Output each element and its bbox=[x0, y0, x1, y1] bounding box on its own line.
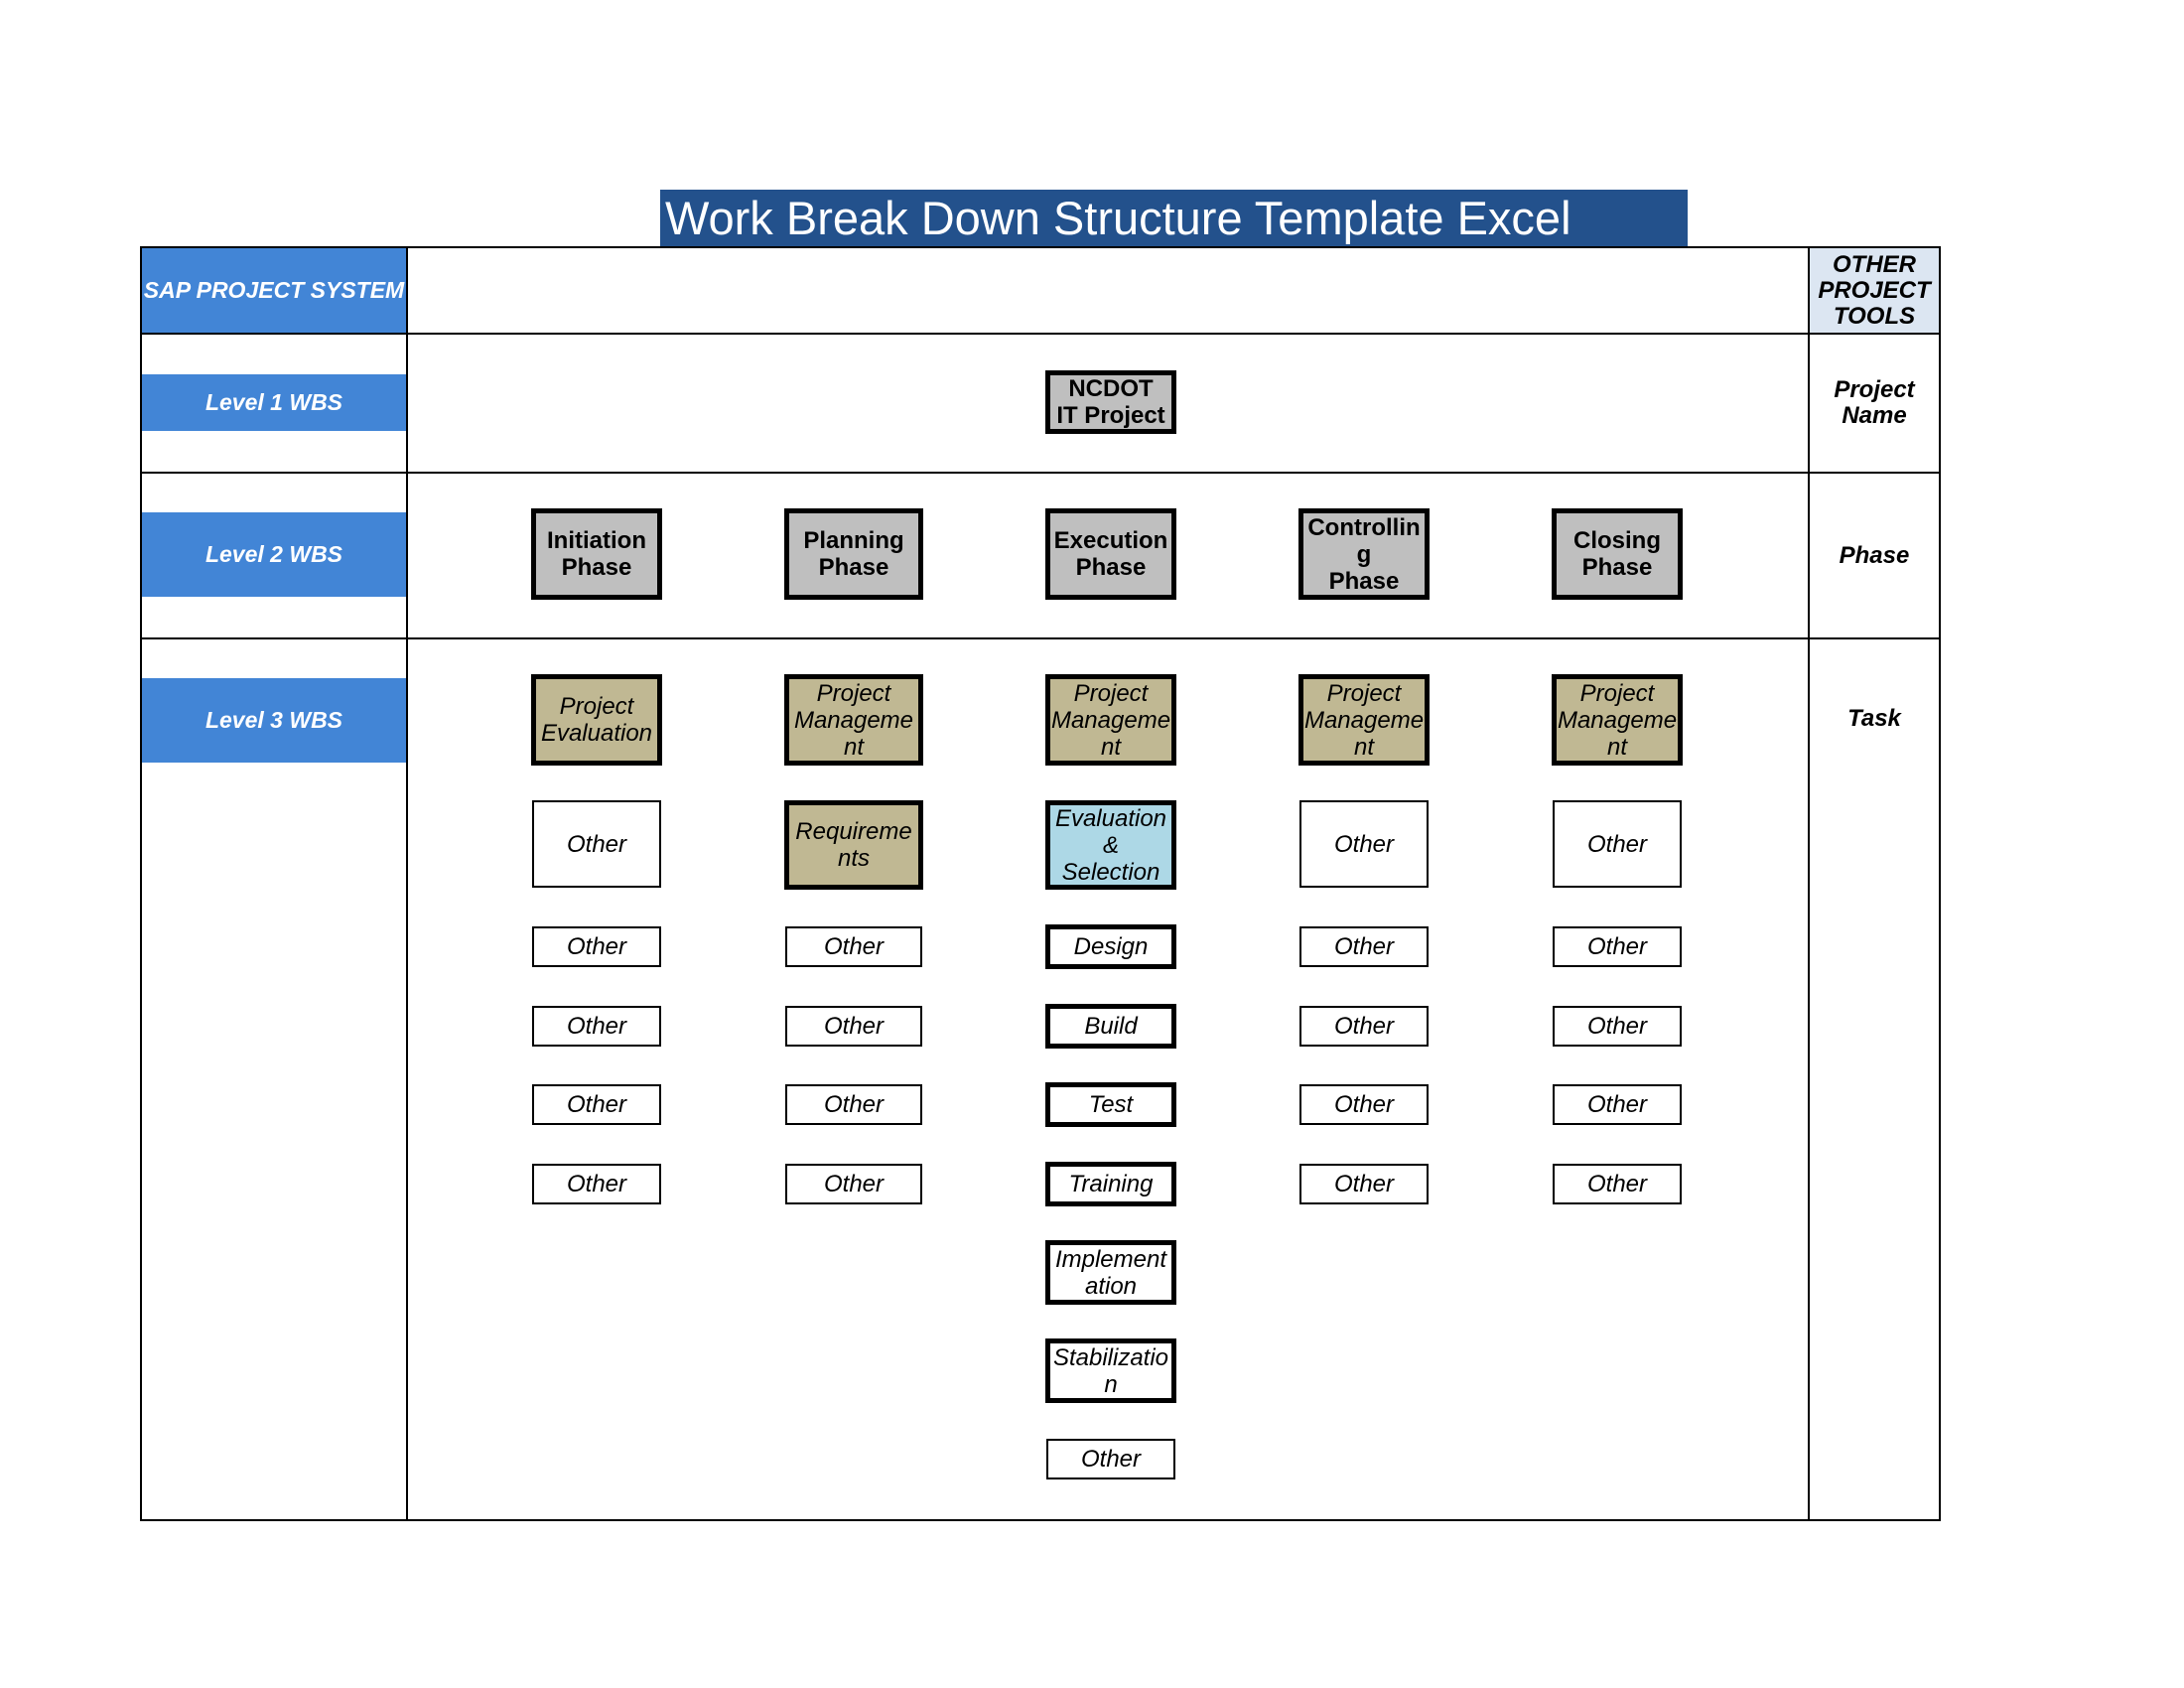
task-planning-2: Requireme nts bbox=[784, 800, 923, 890]
task-execution-1: Project Manageme nt bbox=[1045, 674, 1176, 766]
task-initiation-2: Other bbox=[532, 800, 661, 888]
task-initiation-6: Other bbox=[532, 1164, 661, 1204]
task-execution-2: Evaluation & Selection bbox=[1045, 800, 1176, 890]
task-controlling-2: Other bbox=[1299, 800, 1429, 888]
task-closing-5: Other bbox=[1553, 1084, 1682, 1125]
task-planning-3: Other bbox=[785, 926, 922, 967]
task-execution-4: Build bbox=[1045, 1004, 1176, 1049]
phase-label: Phase bbox=[1839, 541, 1910, 569]
phase-closing: Closing Phase bbox=[1552, 508, 1683, 600]
task-controlling-1: Project Manageme nt bbox=[1298, 674, 1430, 766]
page-title: Work Break Down Structure Template Excel bbox=[660, 190, 1688, 247]
task-execution-9: Other bbox=[1046, 1439, 1175, 1479]
task-controlling-5: Other bbox=[1299, 1084, 1429, 1125]
sap-project-system-header: SAP PROJECT SYSTEM bbox=[142, 248, 406, 333]
task-closing-6: Other bbox=[1553, 1164, 1682, 1204]
task-planning-4: Other bbox=[785, 1006, 922, 1047]
task-controlling-6: Other bbox=[1299, 1164, 1429, 1204]
task-closing-4: Other bbox=[1553, 1006, 1682, 1047]
other-project-tools-header: OTHER PROJECT TOOLS bbox=[1810, 248, 1939, 333]
level-3-wbs-label: Level 3 WBS bbox=[142, 678, 406, 763]
task-label: Task bbox=[1847, 705, 1901, 732]
task-initiation-5: Other bbox=[532, 1084, 661, 1125]
project-name-label: Project Name bbox=[1834, 376, 1915, 429]
task-execution-5: Test bbox=[1045, 1082, 1176, 1127]
level-1-wbs-label: Level 1 WBS bbox=[142, 374, 406, 431]
task-controlling-3: Other bbox=[1299, 926, 1429, 967]
task-closing-1: Project Manageme nt bbox=[1552, 674, 1683, 766]
task-initiation-4: Other bbox=[532, 1006, 661, 1047]
task-initiation-3: Other bbox=[532, 926, 661, 967]
task-execution-7: Implement ation bbox=[1045, 1240, 1176, 1305]
phase-controlling: Controllin g Phase bbox=[1298, 508, 1430, 600]
task-execution-3: Design bbox=[1045, 924, 1176, 969]
project-box: NCDOT IT Project bbox=[1045, 370, 1176, 434]
task-initiation-1: Project Evaluation bbox=[531, 674, 662, 766]
phase-planning: Planning Phase bbox=[784, 508, 923, 600]
task-closing-3: Other bbox=[1553, 926, 1682, 967]
task-planning-1: Project Manageme nt bbox=[784, 674, 923, 766]
level-2-wbs-label: Level 2 WBS bbox=[142, 512, 406, 597]
phase-initiation: Initiation Phase bbox=[531, 508, 662, 600]
phase-execution: Execution Phase bbox=[1045, 508, 1176, 600]
task-planning-5: Other bbox=[785, 1084, 922, 1125]
task-closing-2: Other bbox=[1553, 800, 1682, 888]
task-controlling-4: Other bbox=[1299, 1006, 1429, 1047]
task-execution-6: Training bbox=[1045, 1162, 1176, 1206]
task-planning-6: Other bbox=[785, 1164, 922, 1204]
task-execution-8: Stabilizatio n bbox=[1045, 1338, 1176, 1403]
